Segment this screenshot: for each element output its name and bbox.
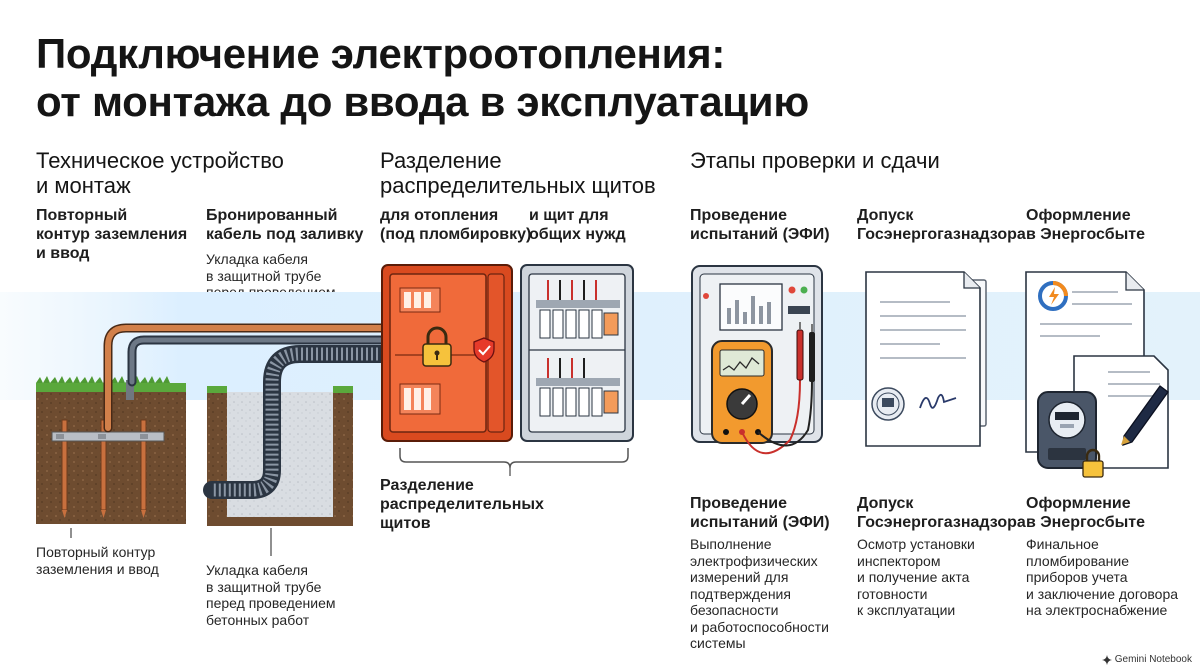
contract-title: Оформление в Энергосбыте: [1026, 207, 1145, 243]
lock-icon: [422, 326, 452, 367]
heating-panel: [381, 264, 513, 442]
pen-icon: [1121, 385, 1169, 446]
section-title-panels: Разделение распределительных щитов: [380, 148, 656, 198]
footer-brand-label: Gemini Notebook: [1114, 654, 1192, 665]
efi-description: Выполнение электрофизических измерений д…: [690, 536, 829, 651]
cable-label: Бронированный кабель под заливку: [206, 207, 364, 243]
sparkle-icon: [1101, 654, 1112, 665]
grounding-caption: Повторный контур заземления и ввод: [36, 544, 159, 577]
panels-caption: Разделение распределительных щитов: [380, 477, 544, 532]
section-title-install: Техническое устройство и монтаж: [36, 148, 284, 198]
grounding-label: Повторный контур заземления и ввод: [36, 207, 188, 262]
common-panel-label: и щит для общих нужд: [529, 207, 626, 243]
contract-title-bottom: Оформление в Энергосбыте: [1026, 495, 1145, 531]
inspection-title-bottom: Допуск Госэнергогазнадзора: [857, 495, 1026, 531]
contract-description: Финальное пломбирование приборов учета и…: [1026, 536, 1179, 618]
shield-icon: [473, 337, 495, 363]
efi-title: Проведение испытаний (ЭФИ): [690, 207, 830, 243]
page-title: Подключение электроотопления: от монтажа…: [36, 30, 809, 126]
page-title-line1: Подключение электроотопления:: [36, 30, 726, 77]
cable-caption: Укладка кабеля в защитной трубе перед пр…: [206, 562, 336, 628]
signature-icon: [919, 393, 957, 409]
inspection-description: Осмотр установки инспектором и получение…: [857, 536, 975, 618]
footer-brand: Gemini Notebook: [1101, 654, 1192, 665]
inspection-title: Допуск Госэнергогазнадзора: [857, 207, 1026, 243]
page-title-line2: от монтажа до ввода в эксплуатацию: [36, 78, 809, 125]
energy-logo-icon: [1038, 281, 1068, 311]
section-title-checks: Этапы проверки и сдачи: [690, 148, 940, 173]
multimeter-icon: [711, 340, 773, 444]
heating-panel-label: для отопления (под пломбировку): [380, 207, 532, 243]
common-panel: [520, 264, 634, 442]
efi-title-bottom: Проведение испытаний (ЭФИ): [690, 495, 830, 531]
electric-meter-icon: [1037, 391, 1097, 469]
lock-icon: [1082, 448, 1104, 478]
stamp-icon: [871, 387, 905, 421]
panels-bracket: [399, 448, 629, 469]
